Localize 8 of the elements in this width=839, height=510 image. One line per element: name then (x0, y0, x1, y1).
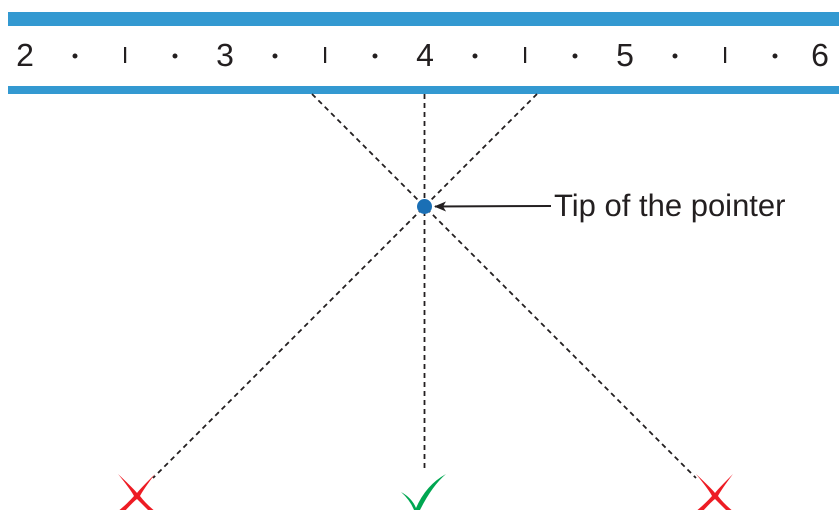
callout-label: Tip of the pointer (554, 188, 786, 224)
arrow (434, 201, 551, 212)
scale-number: 6 (811, 36, 829, 74)
scale-number: 5 (616, 36, 634, 74)
scale-number: 3 (216, 36, 234, 74)
scale-number: 4 (416, 36, 434, 74)
scale-number: 2 (16, 36, 34, 74)
pointer-tip-dot (417, 199, 432, 214)
